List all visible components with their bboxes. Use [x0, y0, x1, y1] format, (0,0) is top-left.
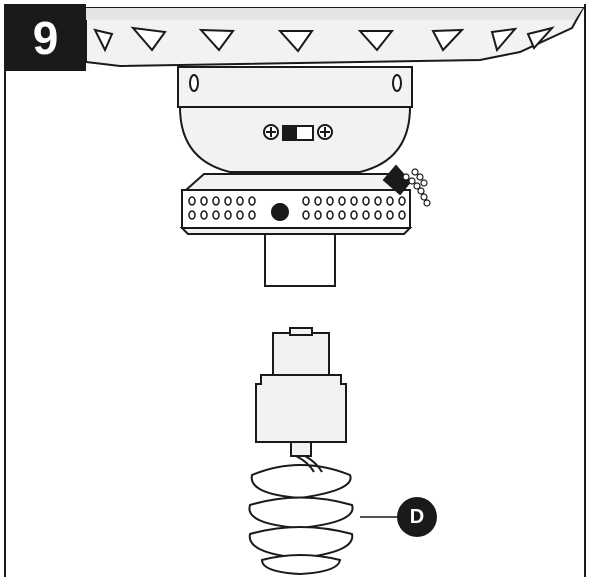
vent-slots: [93, 26, 555, 53]
step-number: 9: [32, 11, 59, 64]
pull-chain: [382, 164, 431, 207]
fan-housing-rim: [85, 7, 585, 68]
callout-d-badge: D: [397, 497, 437, 537]
switch-housing: [177, 66, 413, 173]
reverse-switch: [263, 124, 333, 141]
cfl-bulb: [248, 327, 354, 576]
bulb-socket: [264, 233, 336, 287]
spiral-tube: [248, 455, 354, 576]
mounting-knob: [271, 203, 289, 221]
light-kit-vent-holes: [188, 196, 406, 220]
callout-d-label: D: [409, 505, 425, 528]
step-number-badge: 9: [5, 4, 86, 71]
light-kit-body: [179, 173, 413, 235]
panel-border: [4, 4, 586, 577]
